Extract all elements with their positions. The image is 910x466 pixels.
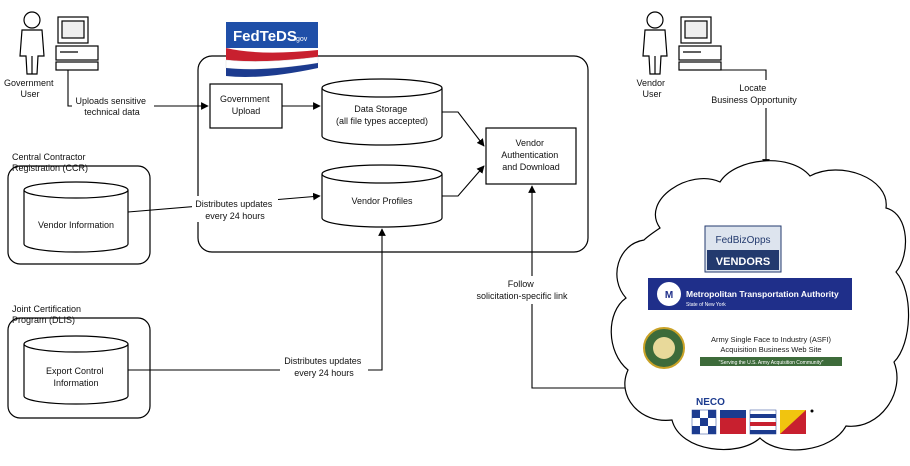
uploads-connector — [67, 70, 209, 110]
export-control-cylinder — [23, 335, 129, 405]
fedteds-logo: FedTeDS .gov — [225, 22, 319, 77]
uploads-connector-label: Uploads sensitive technical data — [75, 96, 148, 117]
army-asfi-logo: Army Single Face to Industry (ASFI) Acqu… — [643, 327, 854, 369]
vendor-profiles-label: Vendor Profiles — [351, 196, 413, 206]
svg-text:M: M — [665, 290, 673, 301]
svg-text:Army Single Face to Industry (: Army Single Face to Industry (ASFI) — [711, 335, 832, 344]
government-upload-label: Government Upload — [220, 94, 272, 116]
locate-connector — [702, 69, 770, 167]
profiles-to-auth-connector — [442, 165, 485, 197]
fedbizopps-vendors-logo: FedBizOpps VENDORS — [704, 225, 782, 273]
data-storage-label: Data Storage (all file types accepted) — [336, 104, 428, 126]
follow-connector — [528, 185, 640, 389]
vendor-information-cylinder — [23, 181, 129, 253]
follow-label: Follow solicitation-specific link — [476, 279, 568, 301]
svg-text:.gov: .gov — [294, 36, 308, 43]
fedteds-system-boundary — [197, 55, 589, 253]
vendor-profiles-cylinder — [321, 164, 443, 228]
jcp-updates-connector — [128, 228, 386, 371]
svg-text:"Serving the U.S. Army Acquisi: "Serving the U.S. Army Acquisition Commu… — [719, 360, 824, 366]
ccr-boundary — [7, 165, 151, 265]
government-user-figure — [19, 11, 45, 75]
government-user-label: Government User — [4, 78, 56, 99]
connector-lines — [67, 69, 770, 389]
svg-text:Acquisition Business Web Site: Acquisition Business Web Site — [720, 345, 821, 354]
jcp-boundary — [7, 317, 151, 419]
svg-text:NECO: NECO — [696, 397, 725, 408]
jcp-title: Joint Certification Program (DLIS) — [12, 304, 84, 325]
data-storage-cylinder — [321, 78, 443, 146]
jcp-updates-label: Distributes updates every 24 hours — [284, 356, 364, 378]
ccr-title: Central Contractor Registration (CCR) — [12, 152, 88, 173]
vendor-user-label: Vendor User — [636, 78, 667, 99]
storage-to-auth-connector — [442, 111, 485, 147]
svg-text:State of New York: State of New York — [686, 302, 726, 308]
mta-logo: M Metropolitan Transportation Authority … — [648, 278, 852, 310]
neco-flags-logo: NECO — [691, 397, 814, 435]
svg-text:VENDORS: VENDORS — [716, 256, 770, 268]
government-upload-box — [209, 83, 283, 129]
locate-label: Locate Business Opportunity — [711, 83, 797, 105]
vendor-information-label: Vendor Information — [38, 220, 114, 230]
vendor-authentication-label: Vendor Authentication and Download — [501, 138, 561, 172]
svg-text:FedTeDS: FedTeDS — [233, 28, 297, 45]
ccr-updates-label: Distributes updates every 24 hours — [195, 199, 275, 221]
svg-text:FedBizOpps: FedBizOpps — [715, 235, 770, 246]
government-computer-icon — [55, 16, 99, 71]
vendor-authentication-box — [485, 127, 577, 185]
export-control-label: Export Control Information — [46, 366, 106, 388]
svg-text:Metropolitan Transportation Au: Metropolitan Transportation Authority — [686, 289, 839, 299]
vendor-user-figure — [642, 11, 668, 75]
vendor-computer-icon — [678, 16, 722, 71]
